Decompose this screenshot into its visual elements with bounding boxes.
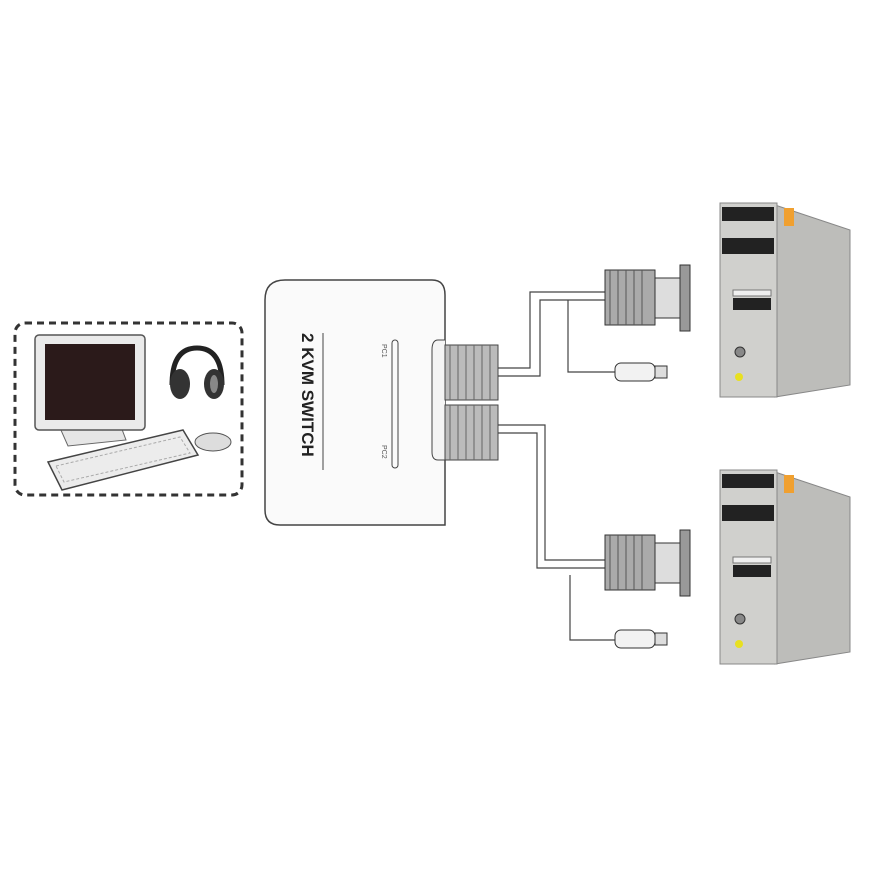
vga-cable-2	[498, 424, 610, 561]
port-label-pc2: PC2	[380, 445, 387, 459]
usb-cable-2	[569, 575, 615, 641]
console-dashed-border	[13, 321, 244, 497]
pc-tower-1	[719, 202, 851, 398]
cable-connector-2	[444, 404, 499, 461]
keyboard-icon	[46, 429, 200, 491]
cable-connector-1	[444, 344, 499, 401]
pc-tower-2	[719, 469, 851, 665]
monitor-icon	[34, 334, 146, 447]
switch-title: 2 KVM SWITCH	[298, 333, 317, 457]
cables	[498, 291, 615, 641]
vga-connector-1	[604, 264, 691, 332]
usb-plug-1	[614, 362, 668, 382]
usb-cable-1	[567, 300, 615, 373]
usb-plug-2	[614, 629, 668, 649]
mouse-icon	[194, 432, 232, 452]
port-label-pc1: PC1	[380, 344, 387, 358]
console-group	[13, 321, 244, 497]
port-indicator-slot	[391, 339, 399, 469]
headphones-icon	[169, 345, 225, 399]
vga-cable-1	[498, 291, 610, 369]
vga-connector-2	[604, 529, 691, 597]
kvm-switch: 2 KVM SWITCH PC1 PC2	[264, 279, 499, 526]
